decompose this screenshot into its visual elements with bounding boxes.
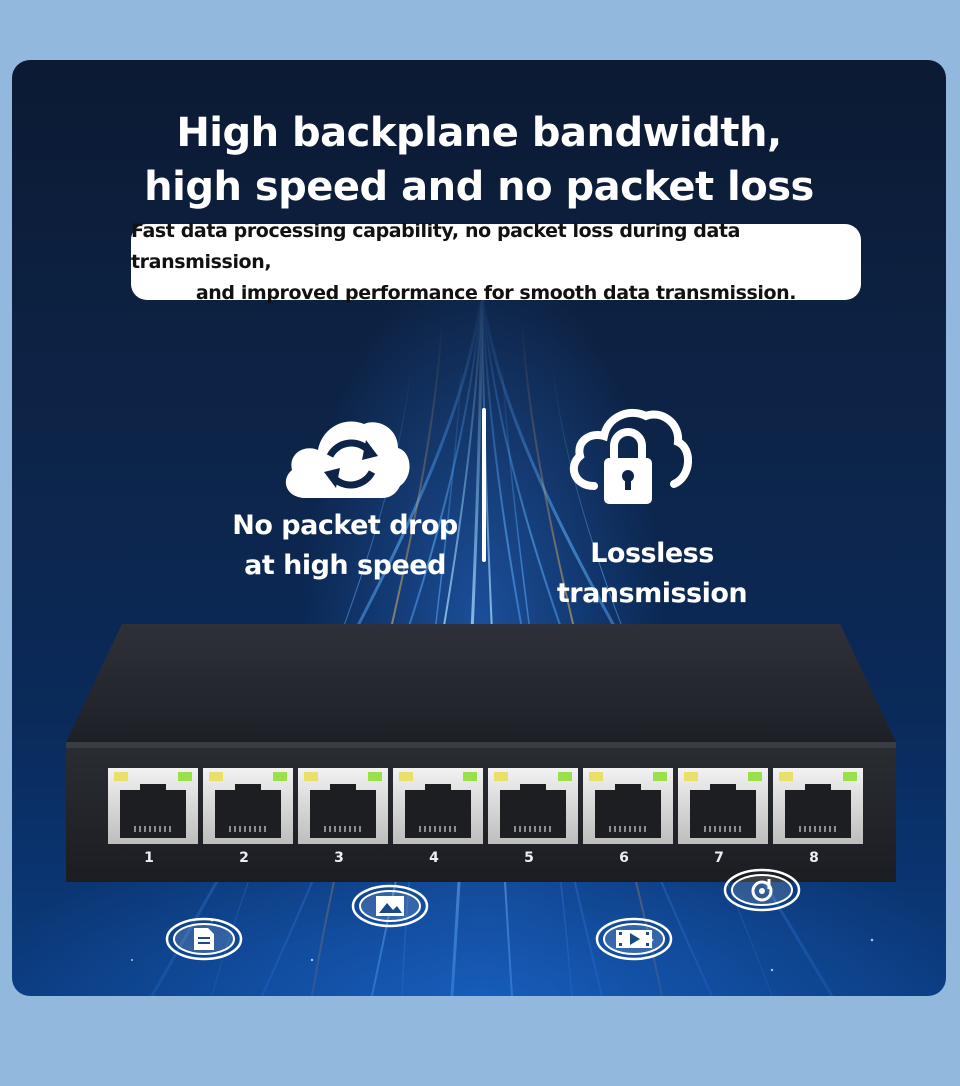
port-label-6: 6 <box>619 850 629 866</box>
port-label-1: 1 <box>144 850 154 866</box>
port-led-7-a <box>684 772 698 781</box>
feature-no-packet-drop: No packet drop at high speed <box>220 506 470 586</box>
port-led-8-a <box>779 772 793 781</box>
port-led-3-b <box>368 772 382 781</box>
product-banner: High backplane bandwidth, high speed and… <box>12 60 946 996</box>
port-led-2-a <box>209 772 223 781</box>
port-label-2: 2 <box>239 850 249 866</box>
port-label-5: 5 <box>524 850 534 866</box>
subtitle-line-2: and improved performance for smooth data… <box>195 281 797 304</box>
subtitle-line-1: Fast data processing capability, no pack… <box>131 219 741 273</box>
port-led-4-a <box>399 772 413 781</box>
port-led-6-a <box>589 772 603 781</box>
ethernet-port-7 <box>678 768 768 844</box>
port-label-4: 4 <box>429 850 439 866</box>
port-led-2-b <box>273 772 287 781</box>
port-led-1-b <box>178 772 192 781</box>
cloud-lock-icon <box>569 408 692 504</box>
video-icon <box>595 917 673 961</box>
headline-line-2: high speed and no packet loss <box>144 164 814 210</box>
ethernet-port-2 <box>203 768 293 844</box>
port-led-5-a <box>494 772 508 781</box>
network-switch <box>66 624 896 882</box>
ethernet-port-1 <box>108 768 198 844</box>
audio-icon <box>723 868 801 912</box>
ethernet-port-4 <box>393 768 483 844</box>
port-label-3: 3 <box>334 850 344 866</box>
port-led-1-a <box>114 772 128 781</box>
feature-1-line-2: at high speed <box>244 550 446 581</box>
image-icon <box>351 884 429 928</box>
port-label-8: 8 <box>809 850 819 866</box>
ethernet-port-5 <box>488 768 578 844</box>
ethernet-port-3 <box>298 768 388 844</box>
headline: High backplane bandwidth, high speed and… <box>12 106 946 214</box>
headline-line-1: High backplane bandwidth, <box>176 110 782 156</box>
port-led-6-b <box>653 772 667 781</box>
document-icon <box>165 917 243 961</box>
ethernet-port-8 <box>773 768 863 844</box>
ethernet-port-6 <box>583 768 673 844</box>
cloud-sync-icon <box>285 421 410 498</box>
feature-divider <box>482 408 486 562</box>
port-led-3-a <box>304 772 318 781</box>
port-led-8-b <box>843 772 857 781</box>
feature-lossless-transmission: Lossless transmission <box>556 538 748 609</box>
port-led-7-b <box>748 772 762 781</box>
port-label-7: 7 <box>714 850 724 866</box>
port-led-5-b <box>558 772 572 781</box>
subtitle-box: Fast data processing capability, no pack… <box>131 220 861 304</box>
feature-1-line-1: No packet drop <box>232 510 458 541</box>
port-led-4-b <box>463 772 477 781</box>
